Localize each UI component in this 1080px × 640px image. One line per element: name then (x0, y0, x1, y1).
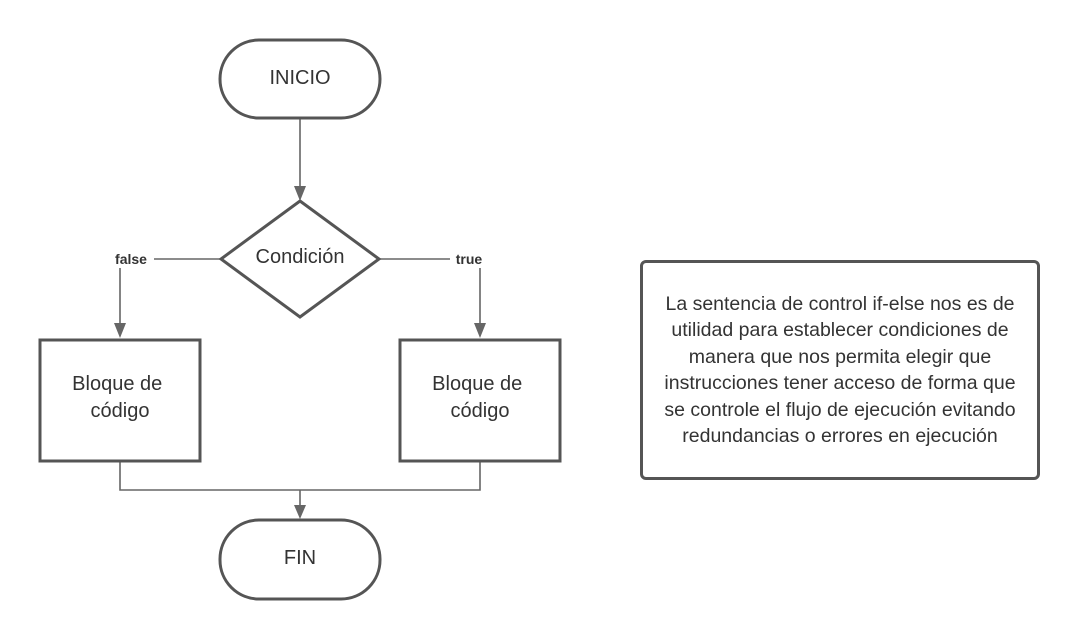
false-block-line-1: Bloque de (72, 373, 162, 395)
true-block-line-2: código (451, 400, 510, 422)
false-block-line-2: código (91, 400, 150, 422)
end-terminal (218, 518, 382, 601)
true-block-label: Bloque de código (432, 373, 528, 422)
connector-true-block-to-merge (300, 461, 481, 491)
connector-decision-true (379, 258, 481, 325)
start-terminal-label: INICIO (269, 67, 330, 89)
false-process-block (38, 338, 202, 463)
arrowhead-true-block (474, 323, 486, 338)
false-block-label: Bloque de código (72, 373, 168, 422)
decision-label: Condición (256, 246, 345, 268)
end-terminal-label: FIN (284, 547, 316, 569)
connector-false-block-to-merge (119, 461, 300, 491)
true-label-bg (450, 250, 488, 268)
true-label: true (456, 251, 483, 267)
arrowhead-end (294, 505, 306, 519)
start-terminal (218, 38, 382, 120)
note-box: La sentencia de control if-else nos es d… (640, 260, 1040, 480)
false-label: false (115, 251, 147, 267)
decision-diamond (218, 199, 382, 319)
true-block-line-1: Bloque de (432, 373, 522, 395)
arrowhead-false-block (114, 323, 126, 338)
true-process-block (398, 338, 562, 463)
note-text: La sentencia de control if-else nos es d… (664, 292, 1016, 448)
false-label-bg (108, 250, 154, 268)
connector-decision-false (119, 258, 221, 325)
arrowhead-decision (294, 186, 306, 201)
